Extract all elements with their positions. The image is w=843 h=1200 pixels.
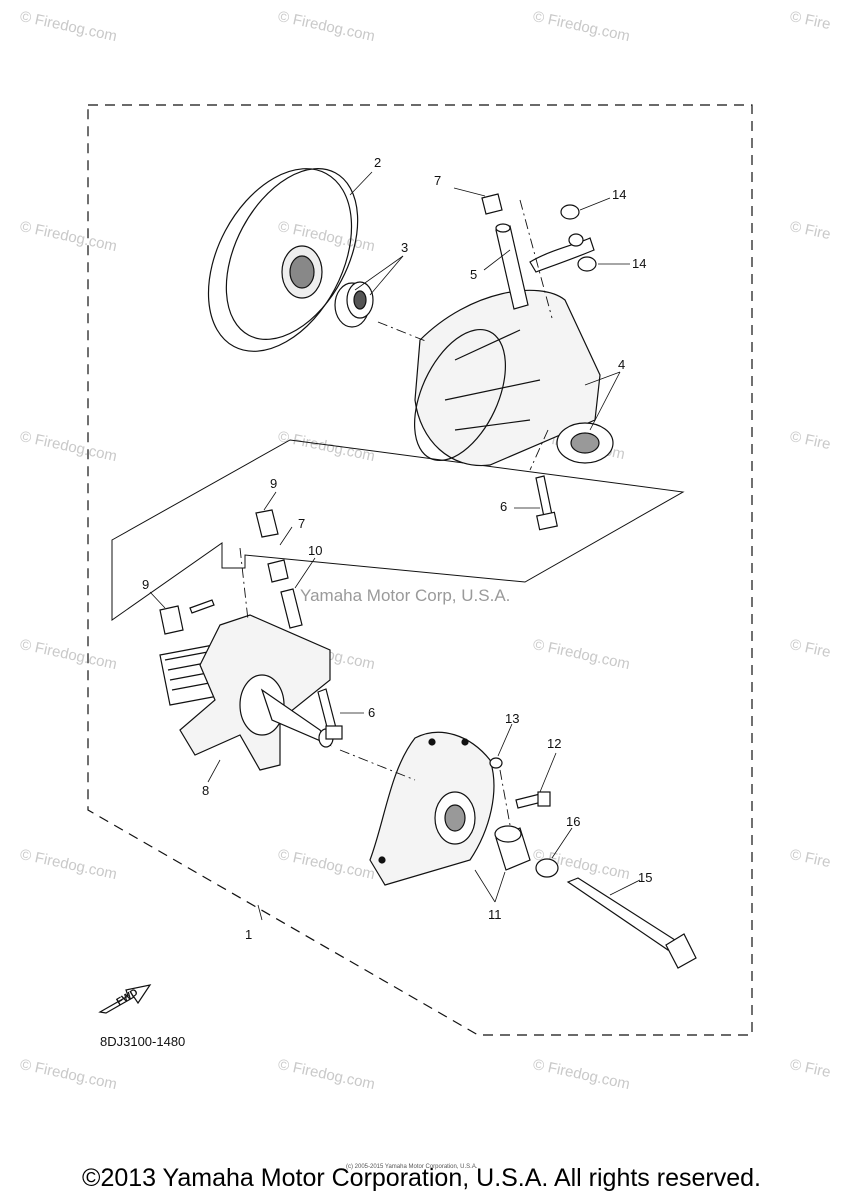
part-spider [159, 614, 334, 771]
part-slider-left [159, 599, 215, 635]
callout-13: 13 [505, 711, 520, 726]
part-bolt-lower [317, 688, 343, 740]
part-pin-top [495, 223, 529, 310]
callout-7-mid: 7 [298, 516, 306, 531]
center-watermark: Yamaha Motor Corp, U.S.A. [300, 586, 511, 605]
part-arm [529, 204, 597, 273]
part-bushing [334, 281, 374, 328]
callout-16: 16 [566, 814, 581, 829]
part-cover [369, 731, 495, 886]
callout-11: 11 [488, 907, 502, 922]
callout-5: 5 [470, 267, 478, 282]
tiny-copyright: (c) 2005-2015 Yamaha Motor Corporation, … [346, 1164, 478, 1170]
part-bushing-lower [494, 825, 531, 871]
callout-10: 10 [308, 543, 323, 558]
callout-12: 12 [547, 736, 562, 751]
fwd-arrow [98, 984, 152, 1014]
part-washer-13 [489, 757, 503, 769]
callout-14-top: 14 [612, 187, 627, 202]
part-sheave [207, 168, 359, 352]
callout-3: 3 [401, 240, 409, 255]
callout-6-top: 6 [500, 499, 508, 514]
callout-2: 2 [374, 155, 382, 170]
callout-15: 15 [638, 870, 653, 885]
part-housing [413, 289, 614, 467]
part-nut-top [481, 193, 503, 215]
group-outline [111, 439, 685, 621]
part-bolt-12 [515, 791, 551, 809]
copyright-footer: ©2013 Yamaha Motor Corporation, U.S.A. A… [82, 1164, 761, 1192]
callout-4: 4 [618, 357, 626, 372]
part-nut-mid [267, 559, 289, 583]
part-pin-mid [280, 588, 303, 629]
callout-6-lower: 6 [368, 705, 376, 720]
callout-9-top: 9 [270, 476, 278, 491]
callout-14-lower: 14 [632, 256, 647, 271]
part-bolt-top [535, 475, 558, 531]
callout-7-top: 7 [434, 173, 442, 188]
part-bolt-15 [566, 877, 697, 969]
part-slider-top [255, 509, 279, 538]
callout-8: 8 [202, 783, 210, 798]
part-code: 8DJ3100-1480 [100, 1034, 186, 1049]
assembly-boundary [87, 104, 753, 1036]
part-washer-16 [535, 858, 559, 878]
callout-1: 1 [245, 927, 253, 942]
callout-9-left: 9 [142, 577, 150, 592]
